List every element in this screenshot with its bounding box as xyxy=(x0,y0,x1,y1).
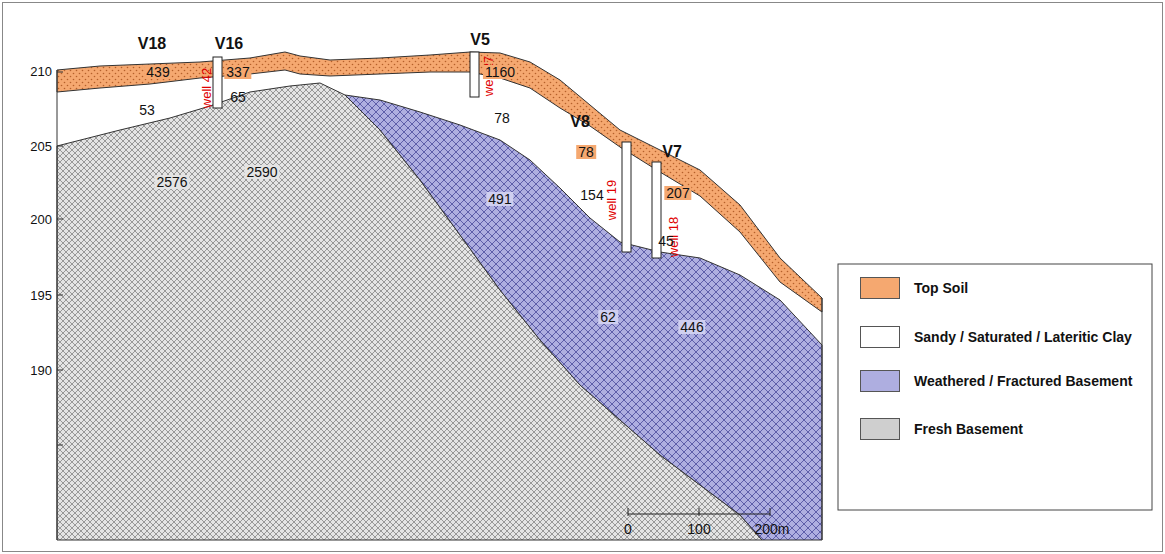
resistivity-value: 154 xyxy=(580,188,603,202)
legend-entry: Weathered / Fractured Basement xyxy=(860,370,1132,392)
resistivity-value: 2576 xyxy=(154,175,189,189)
resistivity-value: 439 xyxy=(144,65,171,79)
station-name: V7 xyxy=(662,144,682,160)
scale-label: 200m xyxy=(754,522,789,536)
legend-text: Sandy / Saturated / Lateritic Clay xyxy=(914,329,1132,345)
legend-entry: Fresh Basement xyxy=(860,418,1023,440)
legend-text: Weathered / Fractured Basement xyxy=(914,373,1132,389)
axis-label: 200 xyxy=(30,213,52,226)
legend-swatch xyxy=(860,277,900,299)
axis-label: 205 xyxy=(30,140,52,153)
axis-ticks xyxy=(57,72,63,445)
scale-label: 0 xyxy=(624,522,632,536)
well-label: well 19 xyxy=(605,180,618,220)
frame xyxy=(3,3,1163,552)
weathered-basement xyxy=(345,95,822,540)
well-label: well 42 xyxy=(200,68,213,108)
resistivity-value: 2590 xyxy=(244,165,279,179)
resistivity-value: 45 xyxy=(658,234,674,248)
legend-entry: Top Soil xyxy=(860,277,968,299)
resistivity-value: 78 xyxy=(494,111,510,125)
well-casing xyxy=(213,52,661,258)
resistivity-value: 207 xyxy=(664,186,691,200)
legend-text: Top Soil xyxy=(914,280,968,296)
legend-box xyxy=(838,264,1152,510)
resistivity-value: 446 xyxy=(678,320,705,334)
station-name: V8 xyxy=(570,114,590,130)
axis-label: 190 xyxy=(30,364,52,377)
legend-swatch xyxy=(860,370,900,392)
legend-swatch xyxy=(860,418,900,440)
station-name: V5 xyxy=(470,32,490,48)
scale-bar xyxy=(628,508,770,516)
station-name: V16 xyxy=(215,36,243,52)
legend-text: Fresh Basement xyxy=(914,421,1023,437)
resistivity-value: 337 xyxy=(224,65,251,79)
resistivity-value: 491 xyxy=(486,192,513,206)
axis-label: 195 xyxy=(30,289,52,302)
legend-swatch xyxy=(860,326,900,348)
top-soil xyxy=(57,52,822,312)
legend: Top SoilSandy / Saturated / Lateritic Cl… xyxy=(838,264,1152,510)
scale-label: 100 xyxy=(687,522,710,536)
legend-entry: Sandy / Saturated / Lateritic Clay xyxy=(860,326,1132,348)
station-name: V18 xyxy=(138,36,166,52)
resistivity-value: 62 xyxy=(598,310,618,324)
resistivity-value: 78 xyxy=(576,145,596,159)
section-edge xyxy=(57,70,58,540)
resistivity-value: 53 xyxy=(139,103,155,117)
section-edge xyxy=(822,298,823,540)
resistivity-value: 65 xyxy=(230,90,246,104)
axis-label: 210 xyxy=(30,65,52,78)
resistivity-value: 1160 xyxy=(483,65,517,79)
